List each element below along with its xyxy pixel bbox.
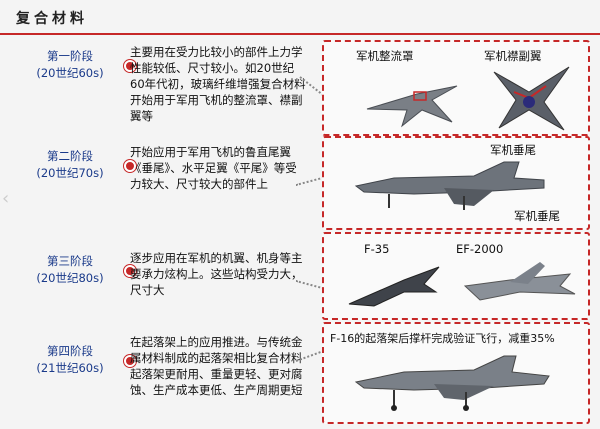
chevron-left-icon[interactable]: ‹ — [2, 188, 10, 209]
stage-3-period: (20世纪80s) — [36, 271, 104, 285]
stage-2-label: 第二阶段 — [47, 149, 93, 163]
stage-4-image-box: F-16的起落架后撑杆完成验证飞行，减重35% — [322, 322, 590, 424]
stage-2-label-block: 第二阶段 (20世纪70s) — [18, 148, 122, 182]
stage-3-description: 逐步应用在军机的机翼、机身等主要承力炫构上。这些站构受力大，尺寸大 — [130, 251, 303, 297]
fighter-jet-underside-icon — [493, 66, 570, 131]
stage-1-image-box: 军机整流罩 军机襟副翼 — [322, 40, 590, 136]
stage-1-label: 第一阶段 — [47, 49, 93, 63]
fighter-jet-side-icon — [354, 161, 545, 210]
stage-2-bullet-icon — [124, 160, 136, 172]
stage-2-period: (20世纪70s) — [36, 166, 104, 180]
ef2000-jet-icon — [463, 262, 576, 301]
page-title: 复合材料 — [16, 11, 88, 27]
stage-2-caption-1: 军机垂尾 — [490, 143, 536, 157]
stage-4-label: 第四阶段 — [47, 344, 93, 358]
stage-2-caption-2: 军机垂尾 — [514, 209, 560, 223]
stage-4-label-block: 第四阶段 (21世纪60s) — [18, 343, 122, 377]
stage-1-label-block: 第一阶段 (20世纪60s) — [18, 48, 122, 82]
stage-1-description: 主要用在受力比较小的部件上力学性能较低、尺寸较小。如20世纪60年代初，玻璃纤维… — [130, 45, 306, 123]
stage-1-caption-2: 军机襟副翼 — [484, 49, 542, 63]
stage-3-caption-1: F-35 — [364, 242, 390, 256]
f35-jet-icon — [348, 266, 440, 307]
stage-1-period: (20世纪60s) — [36, 66, 104, 80]
f16-jet-landing-icon — [354, 355, 550, 411]
stage-3-caption-2: EF-2000 — [456, 242, 504, 256]
stage-1-bullet-icon — [124, 60, 136, 72]
title-divider — [0, 33, 600, 35]
stage-3-label: 第三阶段 — [47, 254, 93, 268]
stage-4-bullet-icon — [124, 355, 136, 367]
stage-2-image-box: 军机垂尾 军机垂尾 — [322, 136, 590, 230]
stage-4-period: (21世纪60s) — [36, 361, 104, 375]
stage-4-description: 在起落架上的应用推进。与传统金属材料制成的起落架相比复合材料起落架更耐用、重量更… — [130, 335, 303, 397]
stage-3-label-block: 第三阶段 (20世纪80s) — [18, 253, 122, 287]
stage-4-caption: F-16的起落架后撑杆完成验证飞行，减重35% — [330, 332, 555, 345]
stage-3-image-box: F-35 EF-2000 — [322, 232, 590, 320]
stage-1-caption-1: 军机整流罩 — [356, 49, 414, 63]
stage-3-bullet-icon — [124, 265, 136, 277]
fighter-jet-icon — [366, 85, 458, 128]
stage-2-description: 开始应用于军用飞机的鲁直尾翼《垂尾》、水平足翼《平尾》等受力较大、尺寸较大的部件… — [130, 145, 297, 191]
